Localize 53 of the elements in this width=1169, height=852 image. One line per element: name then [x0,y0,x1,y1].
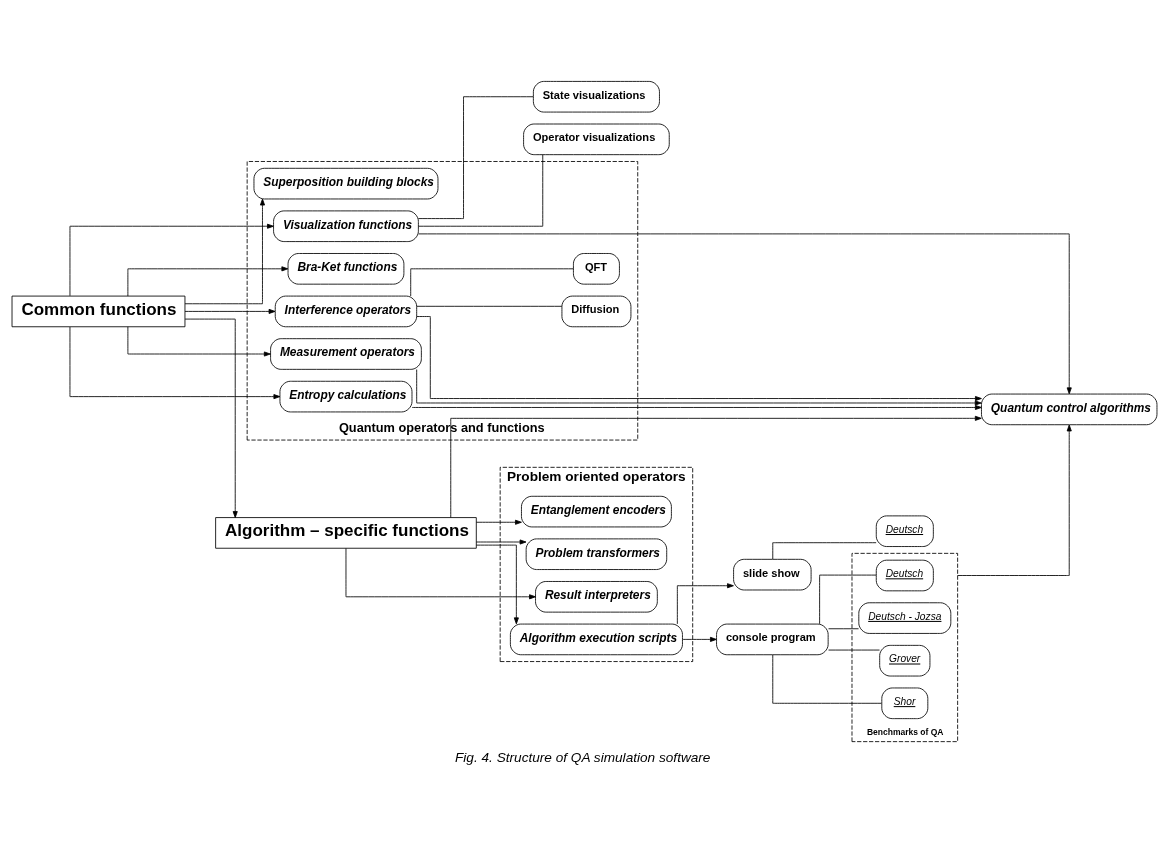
node-box: Entanglement encoders [521,495,672,528]
arrow [69,326,281,400]
arrow [184,198,265,305]
arrow [475,519,522,525]
node-box: slide show [733,558,812,591]
node-box: Diffusion [561,295,632,328]
arrow [184,318,238,518]
node-box: Interference operators [274,295,418,328]
node-box: Quantum control algorithms [981,393,1158,426]
node-box: Result interpreters [535,581,658,613]
arrow [418,233,1072,395]
arrow [475,544,519,625]
node-box: Deutsch - Jozsa [858,602,952,634]
arrow [411,404,982,410]
node-box: Common functions [11,295,186,328]
node-box: Visualization functions [273,210,419,242]
connector [416,305,563,307]
arrow [475,539,527,545]
node-box: Bra-Ket functions [287,253,405,285]
caption: Fig. 4. Structure of QA simulation software [455,749,711,765]
arrow [345,547,536,600]
connector [418,96,534,219]
node-box: Shor [881,687,929,720]
arrow [184,308,276,314]
node-box: Measurement operators [270,338,422,370]
arrow [69,223,274,297]
node-box: Algorithm execution scripts [509,623,683,656]
arrow [127,326,271,357]
arrow [127,266,289,297]
connector [828,628,859,630]
node-box: Problem transformers [525,538,668,570]
node-box: Deutsch [875,515,934,547]
arrow [676,583,734,625]
connector [410,268,574,297]
node-box: console program [716,623,829,656]
connector [772,654,882,704]
connector [819,574,877,625]
connector [418,154,544,227]
arrow [682,636,717,642]
node-box: Deutsch [875,559,934,592]
arrow [957,424,1072,576]
arrow [416,369,982,406]
connector [772,542,877,560]
node-box: Grover [879,644,931,677]
arrow [416,316,982,402]
node-box: Operator visualizations [523,123,670,156]
node-box: Algorithm – specific functions [215,517,477,549]
arrow [450,415,982,518]
node-box: State visualizations [532,81,660,113]
node-box: Entropy calculations [279,380,413,413]
node-box: Superposition building blocks [253,167,439,200]
node-box: QFT [573,253,620,285]
connector [828,649,880,651]
